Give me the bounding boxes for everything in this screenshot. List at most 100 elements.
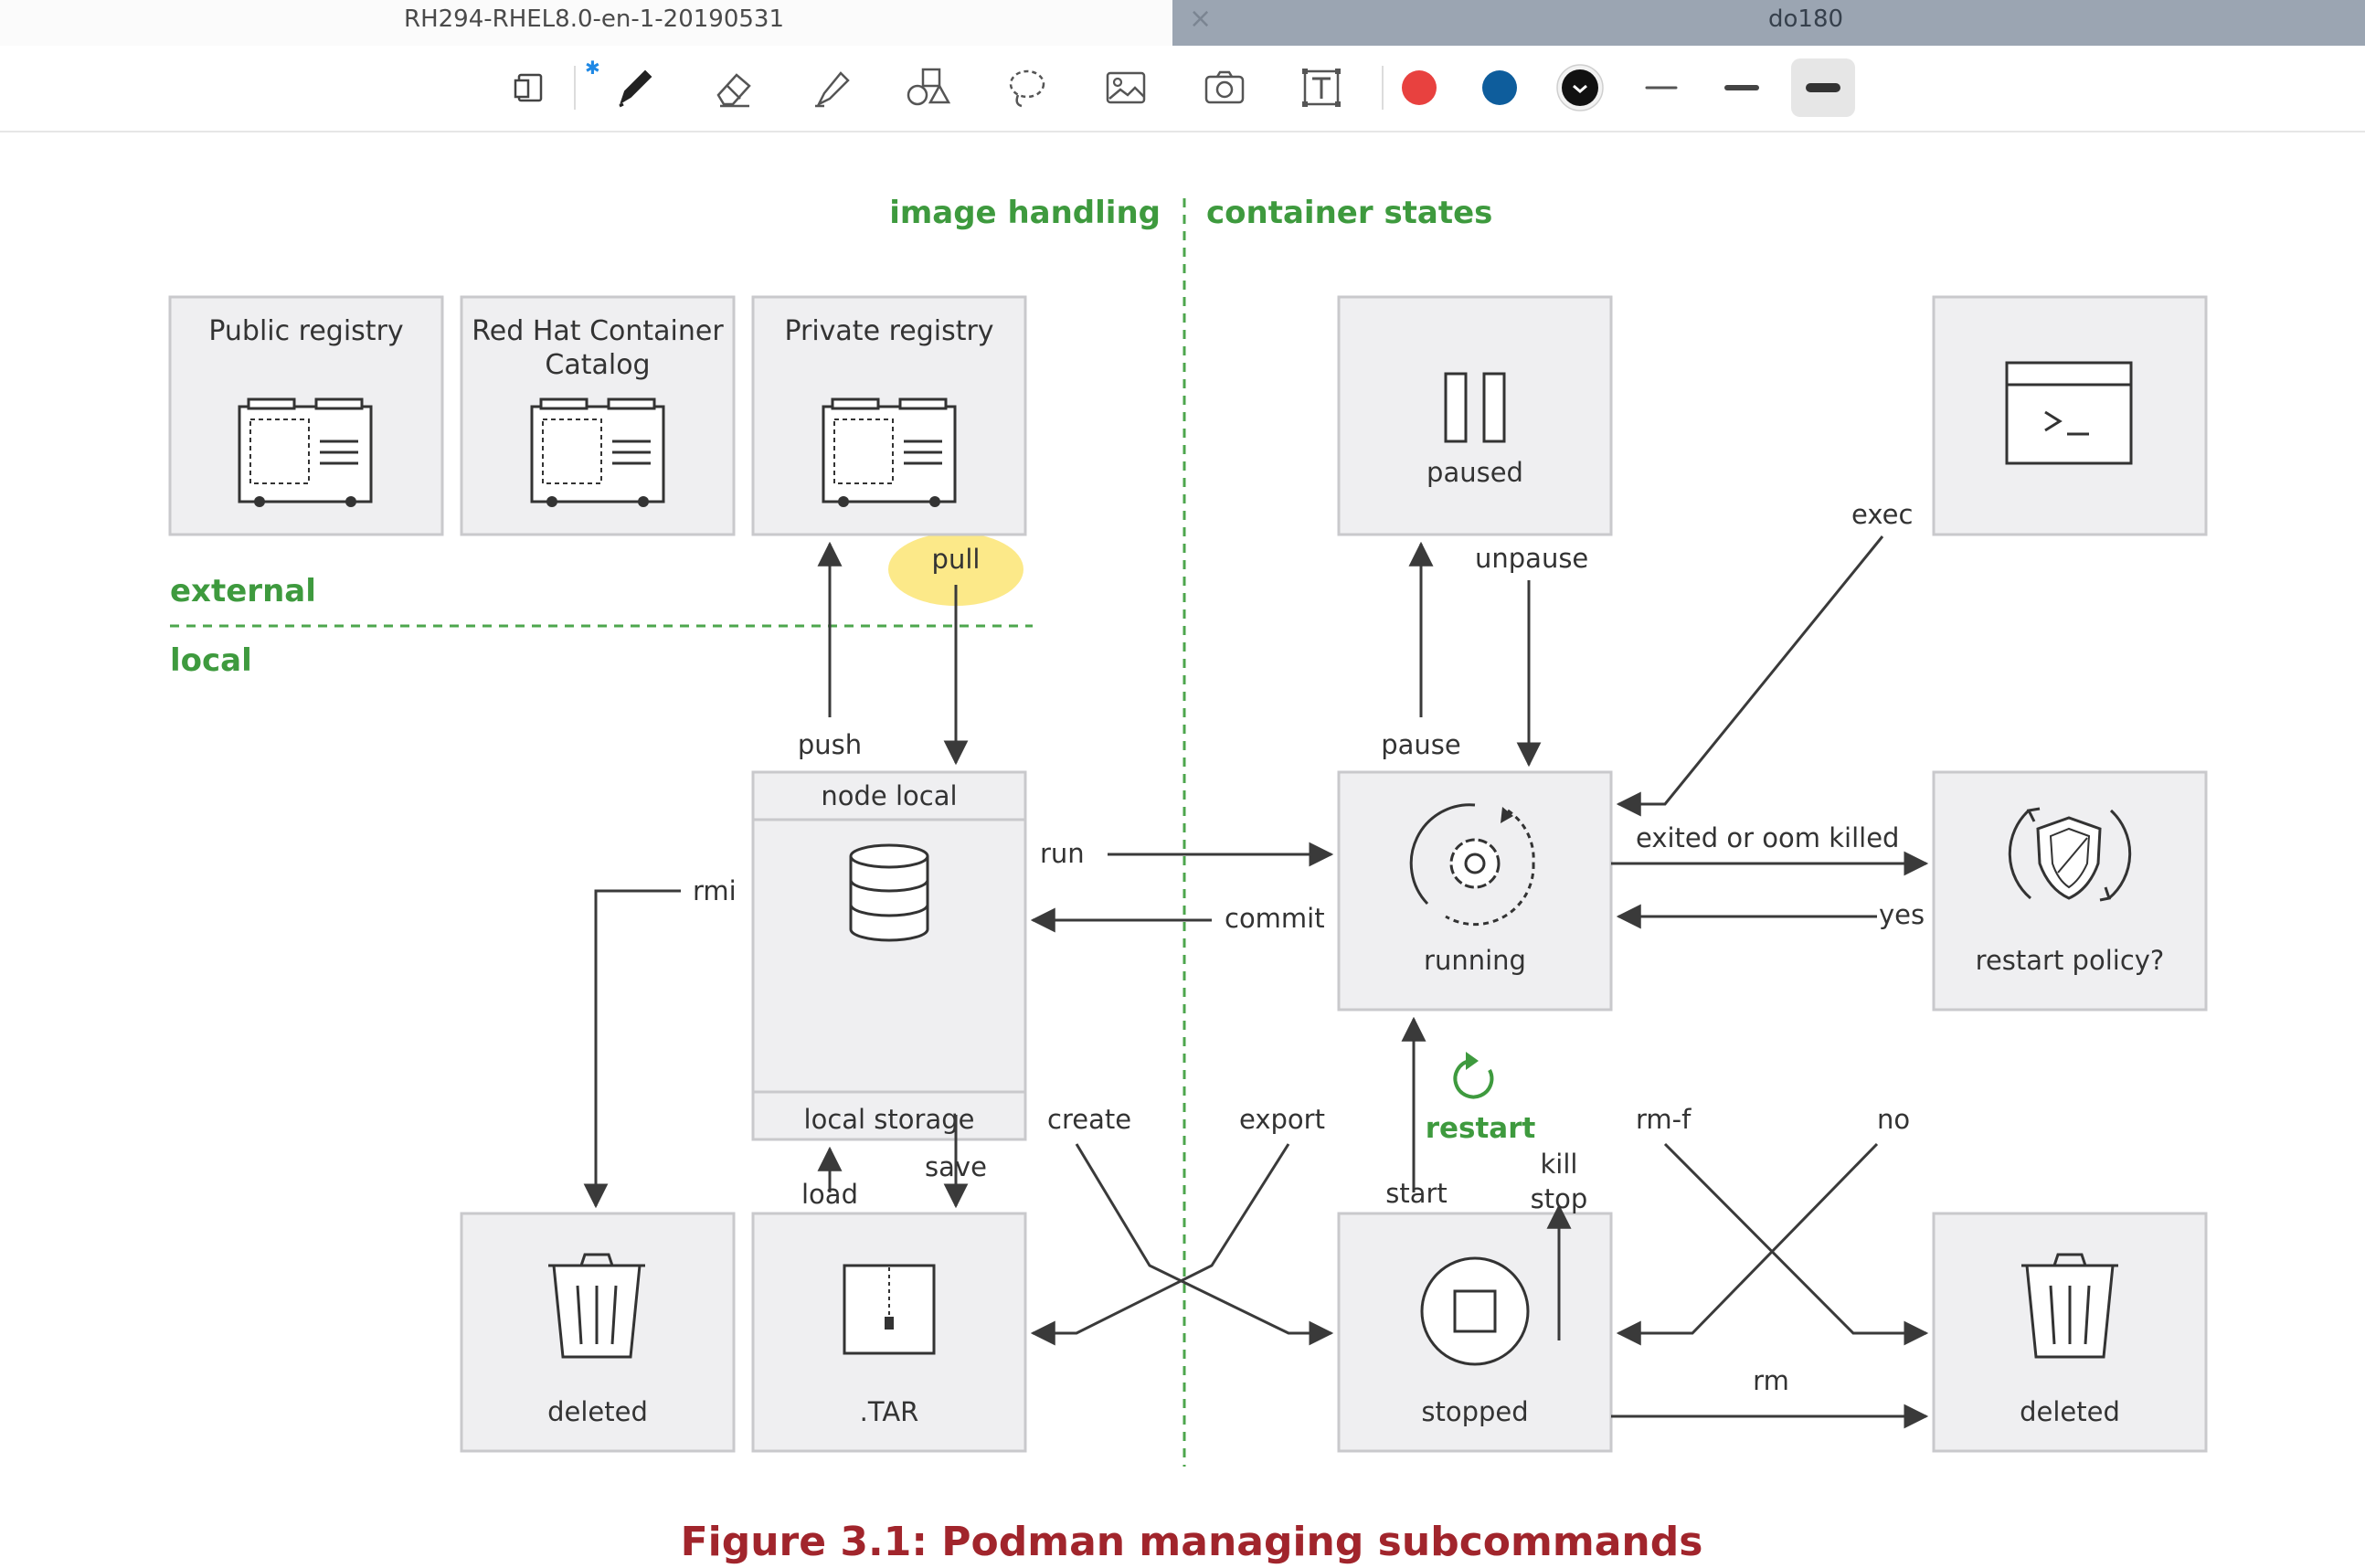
deleted-container-box: deleted bbox=[1932, 1212, 2208, 1453]
figure-caption: Figure 3.1: Podman managing subcommands bbox=[681, 1519, 1703, 1565]
highlighter-icon[interactable] bbox=[802, 58, 861, 117]
kill-label: kill bbox=[1541, 1149, 1578, 1180]
paused-state-box: paused bbox=[1337, 295, 1613, 536]
local-storage-box: node local local storage bbox=[751, 770, 1027, 1141]
image-icon[interactable] bbox=[1097, 58, 1155, 117]
stop-label: stop bbox=[1531, 1183, 1588, 1214]
no-arrow bbox=[1616, 1142, 1879, 1346]
shield-icon bbox=[2008, 807, 2132, 902]
paused-label: paused bbox=[1426, 457, 1523, 488]
camera-icon[interactable] bbox=[1195, 58, 1254, 117]
black-color-dot bbox=[1562, 69, 1598, 106]
pause-icon bbox=[1444, 372, 1506, 443]
tab-title: do180 bbox=[1768, 5, 1844, 33]
deleted-image-box: deleted bbox=[460, 1212, 736, 1453]
create-label: create bbox=[1047, 1104, 1131, 1135]
rm-label: rm bbox=[1753, 1365, 1789, 1396]
export-arrow bbox=[1030, 1143, 1290, 1346]
annotation-toolbar: ✱ bbox=[0, 46, 2365, 132]
catalog-label-line1: Red Hat Container bbox=[472, 315, 724, 347]
running-state-box: running bbox=[1337, 770, 1613, 1012]
public-registry-box: Public registry bbox=[168, 295, 444, 536]
catalog-label-line2: Catalog bbox=[545, 349, 650, 381]
local-storage-label: local storage bbox=[804, 1104, 975, 1135]
gear-icon bbox=[1409, 803, 1535, 927]
registry-icon bbox=[530, 397, 665, 507]
stop-icon bbox=[1420, 1256, 1530, 1366]
exec-terminal-box bbox=[1932, 295, 2208, 536]
pull-label: pull bbox=[932, 544, 981, 575]
no-label: no bbox=[1877, 1104, 1910, 1135]
red-hat-catalog-box: Red Hat Container Catalog bbox=[460, 295, 736, 536]
trash-icon bbox=[548, 1253, 645, 1359]
zone-label-local: local bbox=[170, 642, 252, 679]
registry-icon bbox=[822, 397, 957, 507]
document-view-icon[interactable] bbox=[501, 58, 559, 117]
private-registry-label: Private registry bbox=[784, 315, 993, 347]
running-label: running bbox=[1424, 945, 1526, 976]
tab-bar: RH294-RHEL8.0-en-1-20190531 × do180 bbox=[0, 0, 2365, 46]
private-registry-box: Private registry bbox=[751, 295, 1027, 536]
exec-arrow bbox=[1616, 535, 1884, 817]
toolbar-divider bbox=[574, 66, 576, 110]
restart-policy-box: restart policy? bbox=[1932, 770, 2208, 1012]
color-blue-swatch[interactable] bbox=[1470, 58, 1529, 117]
rm-f-label: rm-f bbox=[1636, 1104, 1692, 1135]
podman-diagram: image handling container states external… bbox=[168, 195, 2208, 1565]
restart-label: restart bbox=[1426, 1112, 1536, 1145]
tab-title: RH294-RHEL8.0-en-1-20190531 bbox=[404, 5, 784, 33]
section-label-image-handling: image handling bbox=[889, 195, 1161, 231]
exited-label: exited or oom killed bbox=[1636, 822, 1899, 853]
push-label: push bbox=[798, 729, 862, 760]
unpause-label: unpause bbox=[1475, 543, 1588, 574]
text-box-icon[interactable] bbox=[1292, 58, 1351, 117]
deleted-label: deleted bbox=[2020, 1396, 2120, 1427]
close-icon[interactable]: × bbox=[1189, 3, 1213, 35]
stroke-thick-button[interactable] bbox=[1791, 58, 1855, 117]
pause-label: pause bbox=[1381, 729, 1461, 760]
trash-icon bbox=[2021, 1253, 2118, 1359]
rmi-label: rmi bbox=[693, 875, 737, 906]
red-color-dot bbox=[1402, 70, 1437, 105]
pen-icon[interactable] bbox=[605, 58, 663, 117]
node-local-label: node local bbox=[821, 780, 957, 811]
run-label: run bbox=[1040, 838, 1085, 869]
stroke-thin-button[interactable] bbox=[1632, 58, 1691, 117]
public-registry-label: Public registry bbox=[208, 315, 403, 347]
rmi-arrow bbox=[583, 889, 681, 1209]
stroke-medium-button[interactable] bbox=[1713, 58, 1771, 117]
terminal-icon bbox=[2005, 361, 2133, 465]
database-icon bbox=[849, 843, 929, 942]
bluetooth-icon: ✱ bbox=[585, 57, 600, 79]
yes-label: yes bbox=[1879, 899, 1925, 930]
lasso-icon[interactable] bbox=[998, 58, 1056, 117]
stopped-label: stopped bbox=[1421, 1396, 1528, 1427]
zone-label-external: external bbox=[170, 573, 316, 609]
tab-do180[interactable]: × do180 bbox=[1172, 0, 2365, 46]
color-red-swatch[interactable] bbox=[1390, 58, 1448, 117]
create-arrow bbox=[1075, 1143, 1334, 1346]
start-label: start bbox=[1385, 1178, 1448, 1209]
eraser-icon[interactable] bbox=[704, 58, 762, 117]
pull-highlight bbox=[888, 533, 1023, 606]
arrows bbox=[583, 535, 1929, 1429]
stopped-state-box: stopped bbox=[1337, 1212, 1613, 1453]
deleted-label: deleted bbox=[547, 1396, 648, 1427]
section-label-container-states: container states bbox=[1206, 195, 1492, 231]
rm-f-arrow bbox=[1663, 1142, 1929, 1346]
commit-label: commit bbox=[1225, 903, 1325, 934]
restart-policy-label: restart policy? bbox=[1976, 945, 2165, 976]
color-black-swatch[interactable] bbox=[1551, 58, 1609, 117]
toolbar-divider bbox=[1382, 66, 1384, 110]
tar-archive-box: .TAR bbox=[751, 1212, 1027, 1453]
tar-label: .TAR bbox=[860, 1396, 919, 1427]
registry-icon bbox=[238, 397, 373, 507]
document-page: image handling container states external… bbox=[0, 132, 2365, 1568]
restart-icon bbox=[1453, 1052, 1494, 1099]
export-label: export bbox=[1239, 1104, 1325, 1135]
save-label: save bbox=[925, 1151, 987, 1182]
blue-color-dot bbox=[1482, 70, 1517, 105]
shapes-icon[interactable] bbox=[899, 58, 958, 117]
archive-file-icon bbox=[843, 1264, 936, 1355]
tab-rh294[interactable]: RH294-RHEL8.0-en-1-20190531 bbox=[0, 0, 1172, 46]
